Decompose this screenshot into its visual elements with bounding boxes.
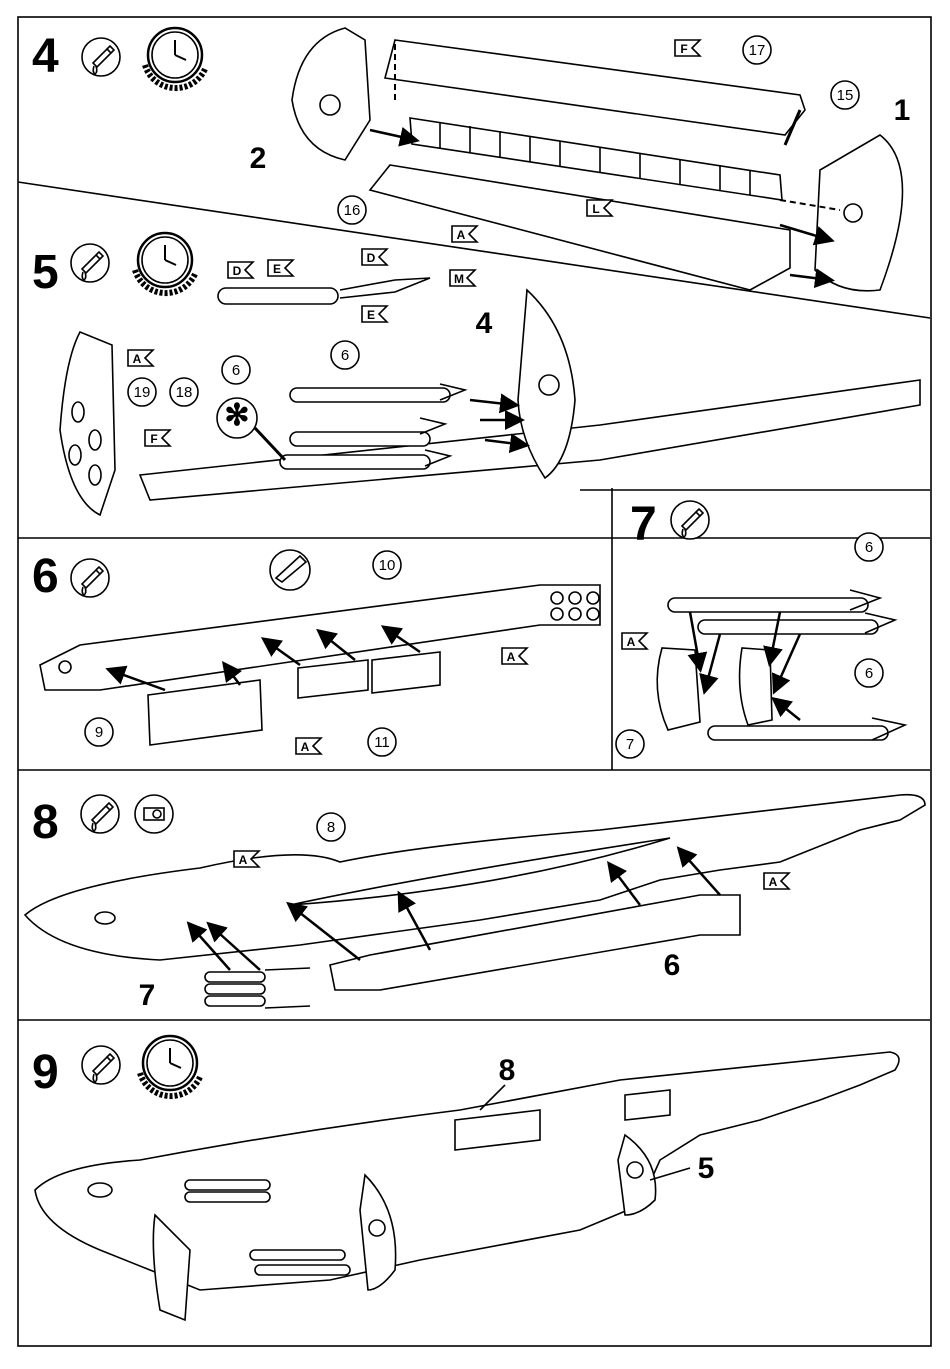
flag-A: A bbox=[627, 635, 636, 649]
step-9: 9 8 5 bbox=[32, 1036, 899, 1320]
step-number: 7 bbox=[630, 498, 657, 551]
flag-A: A bbox=[239, 853, 248, 867]
glue-tube-icon bbox=[82, 38, 120, 76]
step-number: 4 bbox=[32, 30, 59, 83]
part-2-label: 2 bbox=[250, 142, 267, 175]
part-6-label: 6 bbox=[664, 949, 681, 982]
part-8-label: 8 bbox=[327, 819, 335, 836]
flag-A: A bbox=[457, 228, 466, 242]
flag-E: E bbox=[273, 262, 281, 276]
flag-A: A bbox=[769, 875, 778, 889]
svg-text:✻: ✻ bbox=[224, 399, 249, 432]
decal-icon bbox=[135, 795, 173, 833]
glue-tube-icon bbox=[82, 1046, 120, 1084]
torpedo-sample bbox=[218, 288, 338, 304]
flag-E: E bbox=[367, 308, 375, 322]
bulkhead-1 bbox=[815, 135, 903, 291]
step-6: 6 10 9 11 A A bbox=[32, 550, 600, 756]
step-5: 5 ✻ 6 6 19 bbox=[32, 233, 920, 515]
part-10-label: 10 bbox=[379, 557, 396, 574]
clock-icon bbox=[145, 28, 205, 88]
flag-A: A bbox=[301, 740, 310, 754]
step-number: 8 bbox=[32, 796, 59, 849]
top-panel bbox=[385, 40, 805, 135]
part-1-label: 1 bbox=[894, 94, 911, 127]
part-6-label: 6 bbox=[232, 362, 240, 379]
torpedo-bundle bbox=[205, 968, 310, 1008]
glue-tube-icon bbox=[71, 244, 109, 282]
control-panel-11b bbox=[372, 652, 440, 693]
flag-D: D bbox=[233, 264, 242, 278]
glue-tube-icon bbox=[81, 795, 119, 833]
part-17-label: 17 bbox=[749, 42, 766, 59]
part-6-label: 6 bbox=[865, 539, 873, 556]
part-4-label: 4 bbox=[476, 307, 493, 340]
step-number: 6 bbox=[32, 550, 59, 603]
clock-icon bbox=[135, 233, 195, 293]
part-8-label: 8 bbox=[499, 1054, 516, 1087]
step-8: 8 8 6 7 A A bbox=[25, 795, 925, 1012]
part-18-label: 18 bbox=[176, 384, 193, 401]
flag-F: F bbox=[680, 42, 687, 56]
flag-L: L bbox=[592, 202, 599, 216]
part-5-label: 5 bbox=[698, 1152, 715, 1185]
part-7-label: 7 bbox=[139, 979, 156, 1012]
flag-M: M bbox=[454, 272, 464, 286]
part-6-label: 6 bbox=[865, 665, 873, 682]
part-11-label: 11 bbox=[374, 734, 390, 751]
part-6-label: 6 bbox=[341, 347, 349, 364]
glue-tube-icon bbox=[671, 501, 709, 539]
control-panel-11a bbox=[298, 660, 368, 698]
part-9-label: 9 bbox=[95, 724, 103, 741]
control-panel-9 bbox=[148, 680, 262, 745]
glue-tube-icon bbox=[71, 559, 109, 597]
step-7: 7 6 6 7 A bbox=[616, 498, 905, 758]
part-7-label: 7 bbox=[626, 736, 634, 753]
flag-D: D bbox=[367, 251, 376, 265]
part-15-label: 15 bbox=[837, 87, 854, 104]
flag-A: A bbox=[507, 650, 516, 664]
bulkhead-2 bbox=[292, 28, 370, 160]
flag-F: F bbox=[150, 432, 157, 446]
bulkhead-19 bbox=[60, 332, 115, 515]
part-16-label: 16 bbox=[344, 202, 361, 219]
step-number: 5 bbox=[32, 246, 59, 299]
torpedo-rack bbox=[657, 648, 700, 730]
step-number: 9 bbox=[32, 1046, 59, 1099]
flag-A: A bbox=[133, 352, 142, 366]
clock-icon bbox=[140, 1036, 200, 1096]
part-19-label: 19 bbox=[134, 384, 151, 401]
